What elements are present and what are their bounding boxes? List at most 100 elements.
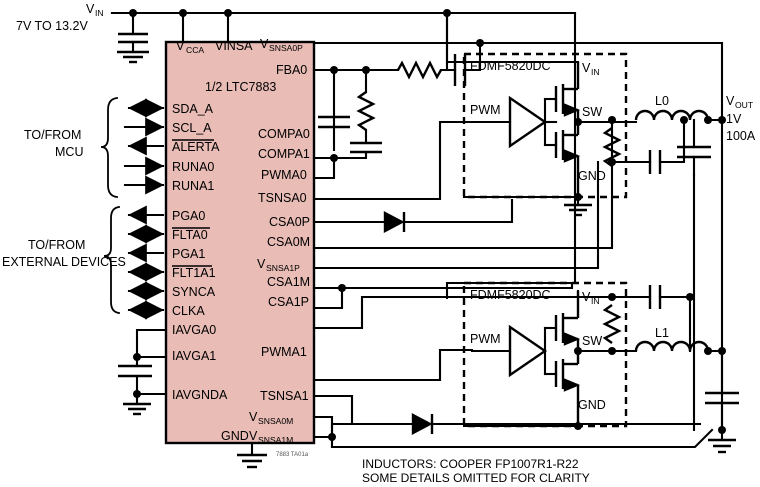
pin-label-runa1: RUNA1: [172, 179, 214, 193]
inductor-l0-coil: [634, 109, 710, 121]
inductor-l1-label: L1: [655, 326, 669, 340]
ground-return-wire: [330, 428, 714, 449]
pin-label-vsnsa0p-sub: SNSA0P: [269, 43, 303, 53]
junction-sw0-sense: [608, 116, 616, 124]
pin-label-flt1a1: FLT1A1: [172, 266, 216, 280]
driver0-gnd-label: GND: [578, 169, 606, 183]
ic-name-label: 1/2 LTC7883: [205, 80, 276, 94]
note-line-1: INDUCTORS: COOPER FP1007R1-R22: [362, 457, 579, 471]
part-reference: 7883 TA01a: [276, 452, 309, 458]
pin-label-iavga1: IAVGA1: [172, 349, 216, 363]
vsns0p-sense-rail: [312, 41, 724, 432]
vsnsa1p-wire: [312, 281, 574, 290]
pin-label-vsnsa0m: V: [249, 410, 258, 424]
driver0-pwm-label: PWM: [470, 103, 501, 117]
pin-label-tsnsa0: TSNSA0: [258, 191, 307, 205]
fba0-series-resistor: [396, 60, 443, 80]
compa1-wire: [312, 156, 336, 180]
external-signal-arrows: [127, 205, 165, 320]
mcu-signal-arrows: [123, 98, 165, 195]
pin-label-gnd: GND: [221, 429, 249, 443]
driver0-hs-arrow: [563, 103, 581, 117]
pin-label-sda-a: SDA_A: [172, 102, 214, 116]
driver0-ground-symbol: [564, 203, 592, 217]
pwma0-wire: [312, 120, 474, 201]
vin-sub: IN: [95, 8, 104, 18]
pin-label-vsnsa1p-sub: SNSA1P: [266, 263, 300, 273]
junction-sw1-sense: [608, 347, 616, 355]
external-label-line2: EXTERNAL DEVICES: [2, 255, 126, 269]
output-ground-symbol: [708, 438, 736, 454]
driver1-hs-arrow: [563, 332, 581, 346]
junction-vsnsa1p-csa1m: [338, 284, 346, 292]
driver0-vin-label: V: [582, 61, 591, 75]
fba0-bottom-tie: [332, 150, 368, 160]
vout-current: 100A: [726, 129, 756, 143]
pin-label-tsnsa1: TSNSA1: [260, 389, 309, 403]
driver0-buffer: [508, 95, 548, 149]
driver0-ls-arrow: [563, 149, 581, 163]
driver0-vin-sub: IN: [591, 67, 600, 77]
pin-label-vsnsa1m: V: [249, 429, 258, 443]
driver0-gate-bus: [543, 97, 558, 147]
pin-label-compa1: COMPA1: [258, 147, 310, 161]
vsnsa0m-wire: [312, 415, 334, 439]
mcu-label-line2: MCU: [55, 145, 83, 159]
inductor-l1-coil: [634, 340, 710, 352]
driver1-gnd-label: GND: [578, 398, 606, 412]
driver0-vin-in: [445, 11, 580, 64]
vout-voltage: 1V: [726, 112, 742, 126]
driver0-sw-label: SW: [582, 105, 602, 119]
driver1-pwm-label: PWM: [470, 332, 501, 346]
tsnsa0-diode-to-gnd: [402, 198, 514, 224]
pin-label-flta0: FLTA0: [172, 228, 208, 242]
pin-label-iavga0: IAVGA0: [172, 323, 216, 337]
pin-label-alerta: ALERTA: [172, 140, 220, 154]
external-brace: [103, 205, 121, 315]
junction-vcca: [179, 9, 187, 17]
external-label-line1: TO/FROM: [28, 238, 85, 252]
pin-label-scl-a: SCL_A: [172, 121, 212, 135]
pin-label-iavgnda: IAVGNDA: [172, 388, 228, 402]
inductor-l0-label: L0: [655, 94, 669, 108]
ic-body: [164, 40, 316, 445]
vin-range-label: 7V TO 13.2V: [16, 19, 88, 33]
pin-label-synca: SYNCA: [172, 285, 216, 299]
csa0m-wire: [312, 160, 600, 270]
pin-label-pwma0: PWMA0: [261, 168, 307, 182]
pin-label-vcca: V: [176, 39, 185, 53]
pwma1-wire: [312, 348, 474, 382]
vout-sub: OUT: [735, 100, 754, 110]
csa1p-wire: [312, 295, 642, 330]
driver1-part-label: FDMF5820DC: [470, 288, 551, 302]
fba0-resistor-vert: [356, 91, 376, 131]
pin-label-csa0p: CSA0P: [269, 215, 310, 229]
pin-label-vinsa: VINSA: [215, 39, 253, 53]
pin-label-pwma1: PWMA1: [261, 345, 307, 359]
pin-label-compa0: COMPA0: [258, 127, 310, 141]
junction-l0-cap-tap: [680, 116, 688, 124]
tsnsa1-wire: [312, 394, 354, 426]
l0-dcr-resistor: [602, 127, 622, 167]
pin-label-csa1m: CSA1M: [267, 275, 310, 289]
ic-ground-symbol: [237, 453, 267, 469]
pin-label-fba0: FBA0: [276, 63, 307, 77]
junction-l1-cap-tap: [686, 293, 694, 301]
iavga0-wire: [135, 328, 168, 359]
tsnsa1-diode-body: [411, 413, 433, 435]
pin-label-csa0m: CSA0M: [267, 235, 310, 249]
junction-vinsa: [224, 9, 232, 17]
l0-sense-cap-right: [658, 118, 686, 164]
pin-label-vsnsa0p: V: [260, 37, 269, 51]
pin-label-clka: CLKA: [172, 304, 205, 318]
driver1-ls-arrow: [563, 378, 581, 392]
driver1-vin-sub: IN: [591, 296, 600, 306]
iavg-ground-symbol: [123, 402, 151, 416]
mcu-label-line1: TO/FROM: [24, 128, 81, 142]
note-line-2: SOME DETAILS OMITTED FOR CLARITY: [362, 471, 590, 485]
pin-label-pga0: PGA0: [172, 209, 205, 223]
junction-vout0: [718, 116, 726, 124]
pin-label-vsnsa1m-sub: SNSA1M: [258, 435, 293, 445]
